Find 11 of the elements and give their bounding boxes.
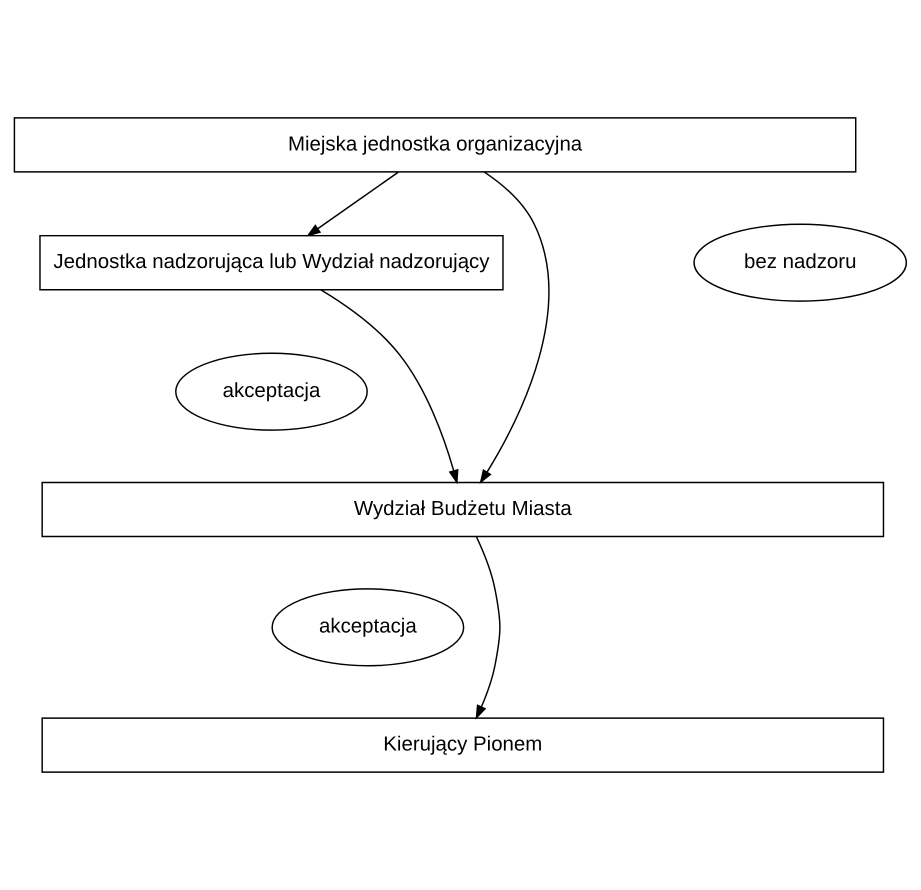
node-box: Jednostka nadzorująca lub Wydział nadzorujący	[39, 234, 504, 290]
arrow	[480, 171, 550, 484]
node-box: Wydział Budżetu Miasta	[41, 482, 884, 538]
arrow	[320, 289, 458, 484]
node-ellipse: akceptacja	[271, 588, 464, 667]
node-ellipse: akceptacja	[175, 352, 368, 431]
node-box: Kierujący Pionem	[41, 717, 884, 773]
node-ellipse: bez nadzoru	[693, 224, 908, 302]
arrow	[306, 172, 399, 237]
arrow	[476, 536, 501, 720]
node-box: Miejska jednostka organizacyjna	[14, 117, 856, 173]
